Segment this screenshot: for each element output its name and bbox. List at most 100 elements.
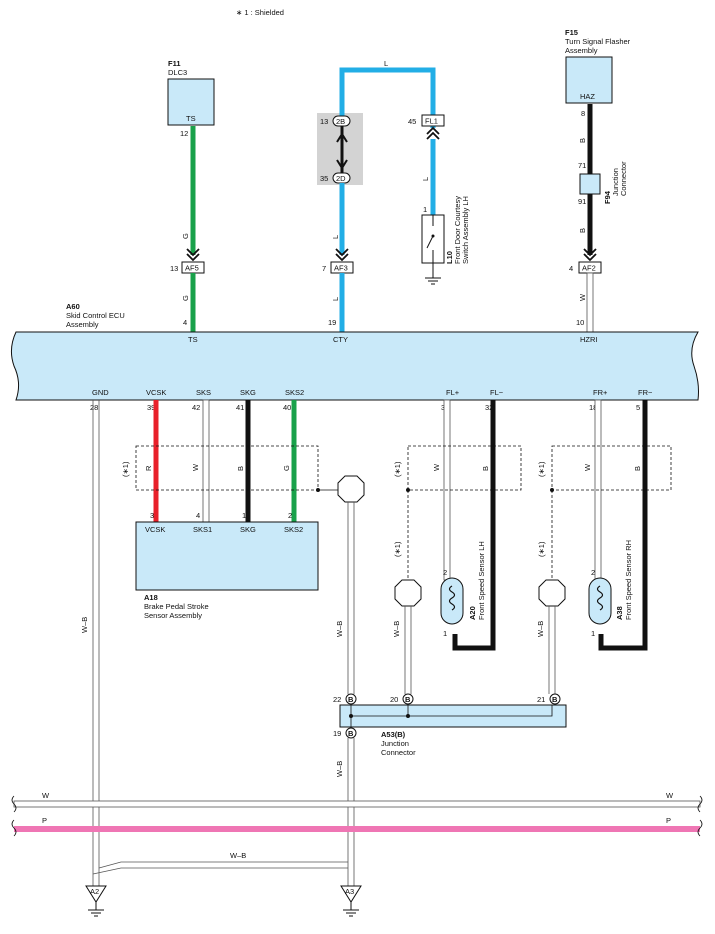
svg-text:B: B bbox=[348, 729, 354, 738]
pin-a38-1: 1 bbox=[591, 629, 595, 638]
wire-wb-label-a18: W–B bbox=[335, 621, 344, 637]
pin-f94-71: 71 bbox=[578, 161, 586, 170]
a38-body bbox=[588, 577, 612, 625]
wire-l-top bbox=[339, 67, 436, 128]
a60-term-frm: FR− bbox=[638, 388, 653, 397]
a53-pin-22: B bbox=[345, 693, 357, 705]
fl1-label: FL1 bbox=[425, 117, 438, 126]
f15-name2: Assembly bbox=[565, 46, 598, 55]
wire-wb-label-a3: W–B bbox=[335, 761, 344, 777]
l10-code: L10 bbox=[445, 251, 454, 264]
a18-name2: Sensor Assembly bbox=[144, 611, 202, 620]
pin-c2d-35: 35 bbox=[320, 174, 328, 183]
a60-term-cty: CTY bbox=[333, 335, 348, 344]
wire-g-label-sks2: G bbox=[282, 465, 291, 471]
a60-term-gnd: GND bbox=[92, 388, 109, 397]
a18-term-sks2: SKS2 bbox=[284, 525, 303, 534]
f15-name1: Turn Signal Flasher bbox=[565, 37, 631, 46]
f11-terminal: TS bbox=[186, 114, 196, 123]
af3-chevron-icon bbox=[335, 248, 349, 262]
shield-a20-label-1: (∗1) bbox=[393, 461, 402, 477]
a60-term-hzri: HZRI bbox=[580, 335, 598, 344]
ground-a3-label: A3 bbox=[345, 887, 354, 896]
af2-chevron-icon bbox=[583, 248, 597, 262]
shield-a20 bbox=[407, 445, 522, 491]
a20-name: Front Speed Sensor LH bbox=[477, 541, 486, 620]
a60-term-sks: SKS bbox=[196, 388, 211, 397]
wire-b-frm bbox=[598, 400, 648, 651]
pin-a60-41: 41 bbox=[236, 403, 244, 412]
pin-a60-4: 4 bbox=[183, 318, 187, 327]
wire-w-label-sks: W bbox=[191, 463, 200, 471]
f11-code: F11 bbox=[168, 59, 181, 68]
a60-term-vcsk: VCSK bbox=[146, 388, 166, 397]
wire-l-label-1: L bbox=[331, 235, 340, 239]
shield-a38-label-2: (∗1) bbox=[537, 541, 546, 557]
pin-f15-8: 8 bbox=[581, 109, 585, 118]
ground-a2-label: A2 bbox=[90, 887, 99, 896]
wire-wb-label-a38: W–B bbox=[536, 621, 545, 637]
bus-p: P P bbox=[11, 816, 703, 837]
wire-wb-ground-link bbox=[92, 861, 348, 875]
pin-a18-2: 2 bbox=[288, 511, 292, 520]
f11-name: DLC3 bbox=[168, 68, 187, 77]
pin-f11-12: 12 bbox=[180, 129, 188, 138]
bus-p-label-right: P bbox=[666, 816, 671, 825]
a18-sensor: VCSK SKS1 SKG SKS2 A18 Brake Pedal Strok… bbox=[135, 521, 319, 620]
l10-name2: Switch Assembly LH bbox=[461, 196, 470, 264]
a60-body bbox=[10, 331, 699, 401]
f94-box bbox=[579, 173, 601, 195]
a60-term-ts: TS bbox=[188, 335, 198, 344]
a53-junction: A53(B) Junction Connector bbox=[339, 704, 567, 757]
a20-code: A20 bbox=[468, 606, 477, 620]
wire-wb-a18-shield bbox=[347, 502, 355, 694]
pin-a60-28: 28 bbox=[90, 403, 98, 412]
af5-chevron-icon bbox=[186, 248, 200, 262]
bus-w-label-right: W bbox=[666, 791, 674, 800]
ground-a3: A3 bbox=[340, 885, 362, 917]
wire-b-label-skg: B bbox=[236, 466, 245, 471]
shield-a20-label-2: (∗1) bbox=[393, 541, 402, 557]
pin-a53-21: 21 bbox=[537, 695, 545, 704]
ground-a3-icon bbox=[343, 902, 359, 917]
l10-name1: Front Door Courtesy bbox=[453, 196, 462, 264]
a53-name: Junction bbox=[381, 739, 409, 748]
a18-term-vcsk: VCSK bbox=[145, 525, 165, 534]
fl1-chevron-icon bbox=[426, 126, 440, 140]
pin-a38-2: 2 bbox=[591, 568, 595, 577]
a38-coil-icon bbox=[596, 585, 604, 611]
shield-a18-label: (∗1) bbox=[121, 461, 130, 477]
a18-name1: Brake Pedal Stroke bbox=[144, 602, 209, 611]
shield-a38-label-1: (∗1) bbox=[537, 461, 546, 477]
pin-f94-91: 91 bbox=[578, 197, 586, 206]
pin-a60-42: 42 bbox=[192, 403, 200, 412]
a18-term-skg: SKG bbox=[240, 525, 256, 534]
pin-a20-2: 2 bbox=[443, 568, 447, 577]
pin-a60-39: 39 bbox=[147, 403, 155, 412]
wire-wb-a38-shield bbox=[548, 606, 556, 694]
f94-name1: Junction bbox=[611, 168, 620, 196]
f11-dlc3: F11 DLC3 TS bbox=[167, 59, 215, 126]
l10-ground-icon bbox=[425, 263, 441, 285]
a60-term-frp: FR+ bbox=[593, 388, 608, 397]
f15-flasher: F15 Turn Signal Flasher Assembly HAZ bbox=[565, 28, 631, 104]
a60-term-flp: FL+ bbox=[446, 388, 460, 397]
shield-a38 bbox=[551, 445, 672, 491]
a60-term-skg: SKG bbox=[240, 388, 256, 397]
svg-text:B: B bbox=[552, 695, 558, 704]
wire-r-label: R bbox=[144, 465, 153, 471]
pin-a18-3: 3 bbox=[150, 511, 154, 520]
shield-a18 bbox=[135, 445, 319, 491]
splice-octagon-a20 bbox=[394, 579, 422, 607]
wire-w-label-frp: W bbox=[583, 463, 592, 471]
pin-c2b-13: 13 bbox=[320, 117, 328, 126]
a60-code: A60 bbox=[66, 302, 80, 311]
pin-a20-1: 1 bbox=[443, 629, 447, 638]
af5-label: AF5 bbox=[185, 264, 199, 273]
a53-pin-19: B bbox=[345, 727, 357, 739]
ground-a2-icon bbox=[88, 902, 104, 917]
f15-terminal: HAZ bbox=[580, 92, 595, 101]
a53-pin-20: B bbox=[402, 693, 414, 705]
fl1-connector bbox=[421, 114, 445, 127]
